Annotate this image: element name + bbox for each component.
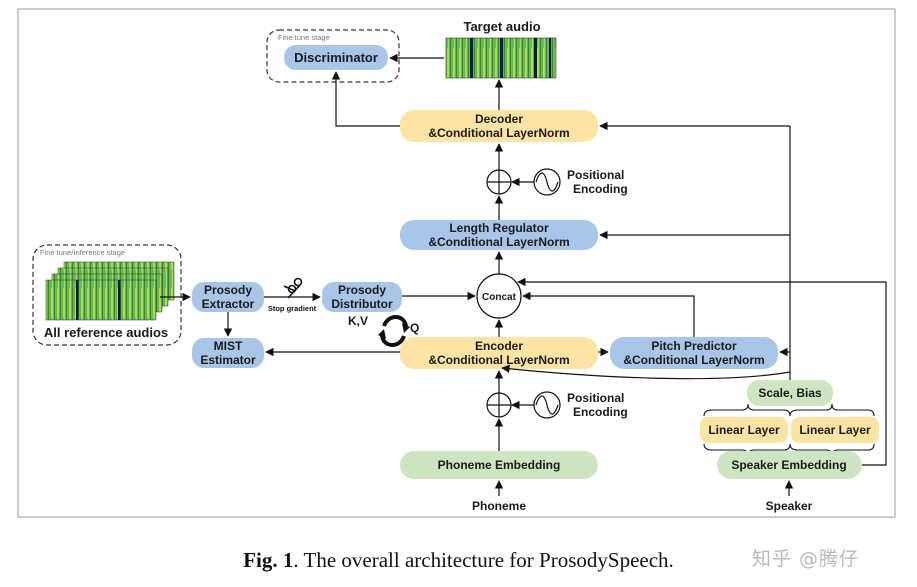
discriminator-label: Discriminator	[294, 50, 378, 65]
brace-right	[789, 403, 875, 417]
fine-tune-inference-frame	[32, 244, 182, 346]
speaker-label: Speaker	[766, 499, 813, 513]
speaker-embedding-box	[717, 451, 862, 479]
fine-tune-stage-frame	[266, 29, 400, 83]
length-regulator-label-line1: Length Regulator	[449, 221, 549, 235]
reference-audio-spectrograms	[45, 261, 175, 321]
prosody-extractor-label-line2: Extractor	[202, 297, 255, 311]
decoder-label-line1: Decoder	[475, 112, 523, 126]
speaker-embedding-label: Speaker Embedding	[731, 458, 846, 472]
brace-left	[703, 403, 791, 417]
linear-layer-right-label: Linear Layer	[799, 423, 871, 437]
caption-fig-number: Fig. 1	[243, 548, 294, 572]
positional-label-lower: Positional	[567, 391, 624, 405]
prosody-extractor-box	[192, 282, 264, 312]
stop-gradient-label: Stop gradient	[268, 304, 317, 313]
figure-caption: Fig. 1. The overall architecture for Pro…	[0, 548, 917, 573]
q-label: Q	[410, 321, 419, 335]
arrow-pitch-to-concat	[522, 291, 695, 337]
all-reference-audios-label: All reference audios	[44, 325, 168, 340]
fine-tune-stage-label: Fine tune stage	[278, 33, 330, 42]
linear-layer-right-box	[791, 417, 879, 443]
scale-bias-label: Scale, Bias	[758, 386, 822, 400]
positional-label-upper: Positional	[567, 168, 624, 182]
arrow-decoder-to-discriminator	[331, 71, 400, 127]
concat-label: Concat	[482, 292, 517, 303]
pitch-predictor-label-line1: Pitch Predictor	[651, 339, 737, 353]
target-audio-label: Target audio	[463, 19, 540, 34]
phoneme-embedding-label: Phoneme Embedding	[438, 458, 561, 472]
encoding-label-upper: Encoding	[573, 182, 628, 196]
attention-cycle-icon	[378, 315, 410, 347]
decoder-label-line2: &Conditional LayerNorm	[428, 126, 569, 140]
prosody-extractor-label-line1: Prosody	[204, 283, 252, 297]
mist-label-line2: Estimator	[200, 353, 256, 367]
sine-wave-icon	[535, 172, 559, 192]
linear-layer-left-box	[700, 417, 788, 443]
prosody-distributor-label-line2: Distributor	[331, 297, 393, 311]
encoder-label-line2: &Conditional LayerNorm	[428, 353, 569, 367]
mist-label-line1: MIST	[214, 339, 243, 353]
encoder-box	[400, 337, 598, 369]
encoder-label-line1: Encoder	[475, 339, 523, 353]
length-regulator-box	[400, 220, 598, 250]
prosody-distributor-label-line1: Prosody	[338, 283, 386, 297]
prosody-distributor-box	[322, 282, 402, 312]
pitch-predictor-box	[610, 337, 778, 369]
discriminator-box	[284, 45, 388, 70]
phoneme-label: Phoneme	[472, 499, 526, 513]
outer-frame	[17, 8, 896, 518]
target-audio-spectrogram	[445, 37, 557, 79]
arrow-cond-to-encoder	[501, 364, 791, 380]
scissors-icon	[283, 277, 303, 299]
decoder-box	[400, 110, 598, 142]
fine-tune-inference-label: Fine tune/Inference stage	[40, 248, 125, 257]
phoneme-embedding-box	[400, 451, 598, 479]
kv-label: K,V	[348, 314, 368, 328]
pitch-predictor-label-line2: &Conditional LayerNorm	[623, 353, 764, 367]
watermark: 知乎 @腾仔	[752, 548, 860, 570]
architecture-diagram: Target audio Fine tune stage Discriminat…	[17, 8, 896, 518]
scale-bias-box	[747, 380, 833, 406]
length-regulator-label-line2: &Conditional LayerNorm	[428, 235, 569, 249]
arrow-speaker-to-concat	[517, 277, 887, 466]
sine-wave-icon-lower	[535, 395, 559, 415]
linear-layer-left-label: Linear Layer	[708, 423, 780, 437]
encoding-label-lower: Encoding	[573, 405, 628, 419]
caption-text: . The overall architecture for ProsodySp…	[293, 548, 674, 572]
mist-estimator-box	[192, 338, 264, 368]
